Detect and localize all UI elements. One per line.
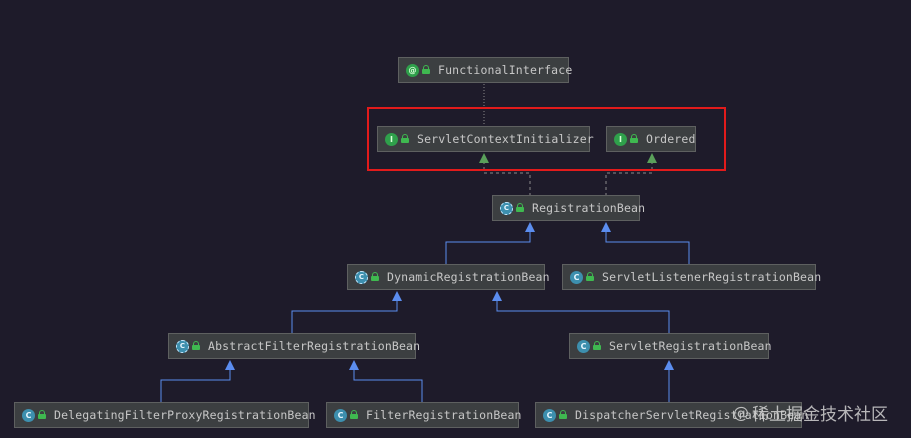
interface-icon: I — [385, 132, 398, 146]
lock-icon — [586, 272, 594, 281]
edge-delegating-to-abstract-filter — [160, 368, 231, 402]
arrow-to-abstract-filter-right — [349, 360, 359, 370]
node-registration-bean[interactable]: C RegistrationBean — [492, 195, 645, 221]
edge-filter-reg-to-abstract-filter — [353, 368, 423, 402]
lock-icon — [559, 410, 567, 419]
arrow-implements-ordered — [647, 153, 657, 163]
class-icon: C — [570, 270, 583, 284]
node-label: ServletListenerRegistrationBean — [602, 270, 822, 284]
lock-icon — [516, 203, 524, 212]
lock-icon — [350, 410, 358, 419]
node-servlet-registration-bean[interactable]: C ServletRegistrationBean — [569, 333, 772, 359]
abstract-class-icon: C — [355, 270, 368, 284]
lock-icon — [422, 65, 430, 74]
class-icon: C — [577, 339, 590, 353]
edge-abstract-filter-to-dynamic — [291, 299, 398, 333]
node-label: Ordered — [646, 132, 696, 146]
lock-icon — [371, 272, 379, 281]
class-icon: C — [543, 408, 556, 422]
node-label: DelegatingFilterProxyRegistrationBean — [54, 408, 316, 422]
arrow-implements-servlet-context-initializer — [479, 153, 489, 163]
lock-icon — [401, 134, 409, 143]
lock-icon — [630, 134, 638, 143]
node-label: RegistrationBean — [532, 201, 646, 215]
arrow-to-registration-right — [601, 222, 611, 232]
node-filter-registration-bean[interactable]: C FilterRegistrationBean — [326, 402, 522, 428]
node-label: FunctionalInterface — [438, 63, 573, 77]
arrow-to-servlet-reg — [664, 360, 674, 370]
node-label: AbstractFilterRegistrationBean — [208, 339, 421, 353]
arrow-to-dynamic-right — [492, 291, 502, 301]
node-label: ServletContextInitializer — [417, 132, 594, 146]
abstract-class-icon: C — [176, 339, 189, 353]
node-functional-interface[interactable]: @ FunctionalInterface — [398, 57, 573, 83]
node-label: DispatcherServletRegistrationBean — [575, 408, 809, 422]
interface-icon: I — [614, 132, 627, 146]
node-delegating-filter-proxy-registration-bean[interactable]: C DelegatingFilterProxyRegistrationBean — [14, 402, 316, 428]
edge-listener-to-registration — [605, 230, 690, 264]
node-dispatcher-servlet-registration-bean[interactable]: C DispatcherServletRegistrationBean — [535, 402, 808, 428]
lock-icon — [38, 410, 46, 419]
node-servlet-listener-registration-bean[interactable]: C ServletListenerRegistrationBean — [562, 264, 821, 290]
node-servlet-context-initializer[interactable]: I ServletContextInitializer — [377, 126, 594, 152]
edge-implements-ordered — [605, 161, 653, 196]
arrow-to-registration-left — [525, 222, 535, 232]
arrow-to-abstract-filter-left — [225, 360, 235, 370]
lock-icon — [593, 341, 601, 350]
arrow-to-dynamic-left — [392, 291, 402, 301]
node-abstract-filter-registration-bean[interactable]: C AbstractFilterRegistrationBean — [168, 333, 420, 359]
node-label: ServletRegistrationBean — [609, 339, 772, 353]
node-label: FilterRegistrationBean — [366, 408, 522, 422]
highlight-box — [367, 107, 726, 171]
watermark: @ 稀土掘金技术社区 — [733, 400, 888, 425]
abstract-class-icon: C — [500, 201, 513, 215]
edge-dynamic-to-registration — [445, 230, 531, 264]
at-icon: @ — [733, 403, 749, 422]
class-icon: C — [22, 408, 35, 422]
lock-icon — [192, 341, 200, 350]
class-icon: C — [334, 408, 347, 422]
watermark-text: 稀土掘金技术社区 — [752, 405, 888, 425]
node-ordered[interactable]: I Ordered — [606, 126, 696, 152]
edge-implements-servlet-context-initializer — [483, 161, 531, 196]
annotation-icon: @ — [406, 63, 419, 77]
edge-servlet-reg-to-dynamic — [496, 299, 670, 333]
node-label: DynamicRegistrationBean — [387, 270, 550, 284]
node-dynamic-registration-bean[interactable]: C DynamicRegistrationBean — [347, 264, 550, 290]
